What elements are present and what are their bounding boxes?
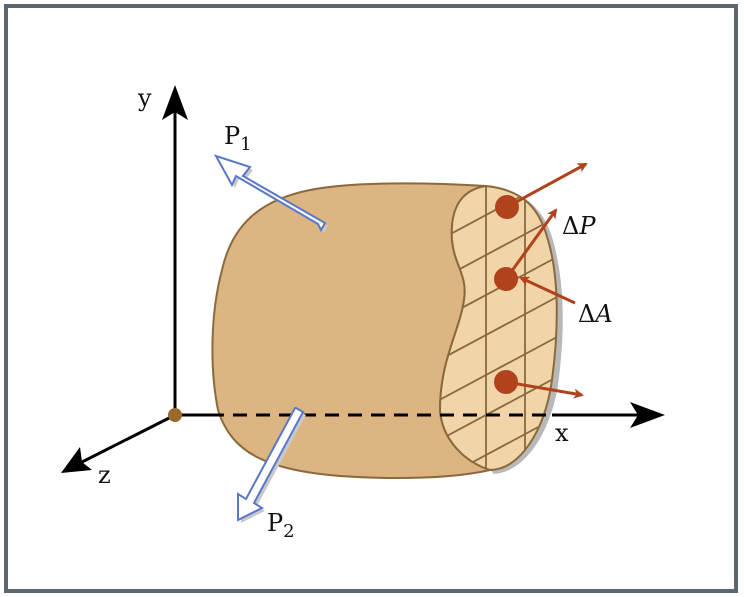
axis-y-label: y bbox=[137, 84, 152, 112]
arrow-right-icon bbox=[630, 402, 665, 428]
force-bottom bbox=[494, 370, 584, 399]
axis-y bbox=[162, 85, 188, 415]
label-p1: P1 bbox=[224, 122, 252, 155]
label-delta-a: ΔA bbox=[578, 300, 613, 328]
arrow-down-left-icon bbox=[61, 447, 92, 473]
axis-z-label: z bbox=[98, 461, 111, 489]
force-delta-p bbox=[494, 208, 558, 291]
pointer-delta-a bbox=[519, 276, 576, 305]
axis-z bbox=[61, 413, 176, 473]
label-delta-p: ΔP bbox=[562, 212, 596, 240]
axis-x-label: x bbox=[555, 419, 569, 447]
force-top bbox=[495, 162, 588, 219]
load-arrow-p1 bbox=[213, 154, 328, 233]
arrow-up-icon bbox=[162, 85, 188, 120]
origin-point bbox=[168, 408, 182, 422]
label-p2: P2 bbox=[267, 509, 295, 542]
load-arrow-p2 bbox=[237, 407, 306, 523]
